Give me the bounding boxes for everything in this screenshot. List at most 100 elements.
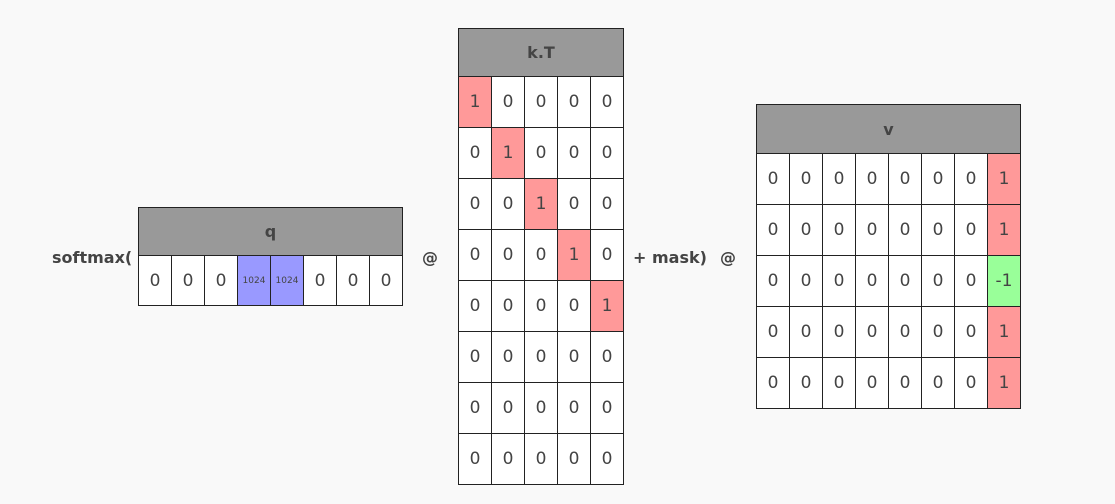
- matrix-cell: 0: [557, 76, 591, 128]
- matrix-cell: 0: [921, 204, 955, 256]
- matrix-cell: 0: [491, 280, 525, 332]
- matrix-cell: 0: [557, 127, 591, 179]
- matrix-cell: 0: [458, 433, 492, 485]
- matrix-cell: 0: [756, 204, 790, 256]
- matrix-cell: 0: [855, 204, 889, 256]
- matrix-cell: 0: [822, 255, 856, 307]
- matrix-cell: 0: [138, 255, 172, 306]
- matrix-cell: 0: [954, 306, 988, 358]
- matrix-cell: 0: [524, 382, 558, 434]
- matrix-cell: 0: [524, 229, 558, 281]
- matrix-cell: 1: [590, 280, 624, 332]
- matrix-cell: 0: [557, 382, 591, 434]
- matrix-cell: 0: [557, 331, 591, 383]
- matrix-cell: 0: [789, 357, 823, 409]
- matrix-cell: 0: [756, 306, 790, 358]
- matrix-cell: 0: [921, 153, 955, 205]
- matrix-cell: 0: [369, 255, 403, 306]
- matrix-cell: 0: [756, 255, 790, 307]
- softmax-label: softmax(: [52, 248, 133, 267]
- matrix-cell: 0: [789, 204, 823, 256]
- matmul-operator-2: @: [720, 248, 736, 267]
- matrix-cell: 0: [491, 76, 525, 128]
- matrix-cell: 0: [888, 153, 922, 205]
- matrix-cell: 0: [491, 178, 525, 230]
- matrix-cell: 0: [855, 153, 889, 205]
- matrix-cell: 0: [557, 433, 591, 485]
- matrix-title: q: [138, 207, 403, 256]
- matrix-cell: 0: [954, 204, 988, 256]
- matrix-cell: 0: [822, 306, 856, 358]
- matrix-cell: 1: [987, 306, 1021, 358]
- matrix-cell: 0: [204, 255, 238, 306]
- matrix-cell: 0: [458, 229, 492, 281]
- matrix-title: v: [756, 104, 1021, 154]
- matrix-cell: 0: [557, 178, 591, 230]
- matrix-cell: 0: [789, 255, 823, 307]
- matrix-cell: 0: [458, 331, 492, 383]
- matrix-cell: 0: [756, 357, 790, 409]
- matrix-cell: 0: [590, 76, 624, 128]
- matrix-cell: 0: [524, 331, 558, 383]
- matrix-cell: 0: [590, 229, 624, 281]
- matrix-cell: 0: [789, 306, 823, 358]
- matrix-cell: 0: [855, 357, 889, 409]
- matrix-cell: 0: [524, 280, 558, 332]
- matrix-cell: 0: [458, 127, 492, 179]
- matrix-cell: 0: [491, 382, 525, 434]
- matrix-cell: 0: [855, 255, 889, 307]
- matrix-cell: 1: [987, 204, 1021, 256]
- matrix-cell: 0: [491, 331, 525, 383]
- matrix-cell: 0: [590, 127, 624, 179]
- matrix-cell: 0: [491, 433, 525, 485]
- matrix-cell: 0: [590, 433, 624, 485]
- matrix-cell: 1: [557, 229, 591, 281]
- matrix-cell: 0: [888, 357, 922, 409]
- matrix-cell: 0: [557, 280, 591, 332]
- matrix-cell: 0: [491, 229, 525, 281]
- matrix-title: k.T: [458, 28, 624, 77]
- matrix-cell: 0: [590, 382, 624, 434]
- matrix-cell: 0: [954, 255, 988, 307]
- matrix-cell: 0: [336, 255, 370, 306]
- matrix-cell: 0: [458, 178, 492, 230]
- matrix-cell: 1: [987, 357, 1021, 409]
- matrix-cell: 1024: [270, 255, 304, 306]
- matrix-cell: 1: [458, 76, 492, 128]
- matrix-cell: 0: [888, 306, 922, 358]
- matrix-cell: 0: [921, 255, 955, 307]
- matrix-cell: 0: [590, 331, 624, 383]
- matmul-operator-1: @: [422, 248, 438, 267]
- plus-mask-label: + mask): [633, 248, 707, 267]
- matrix-cell: 1: [524, 178, 558, 230]
- matrix-cell: 1: [491, 127, 525, 179]
- matrix-cell: 0: [822, 153, 856, 205]
- matrix-cell: 0: [458, 280, 492, 332]
- matrix-cell: 0: [888, 255, 922, 307]
- matrix-cell: 0: [921, 357, 955, 409]
- matrix-cell: 0: [789, 153, 823, 205]
- matrix-cell: 0: [171, 255, 205, 306]
- matrix-cell: -1: [987, 255, 1021, 307]
- matrix-cell: 0: [921, 306, 955, 358]
- matrix-cell: 0: [954, 153, 988, 205]
- matrix-cell: 0: [303, 255, 337, 306]
- matrix-cell: 0: [855, 306, 889, 358]
